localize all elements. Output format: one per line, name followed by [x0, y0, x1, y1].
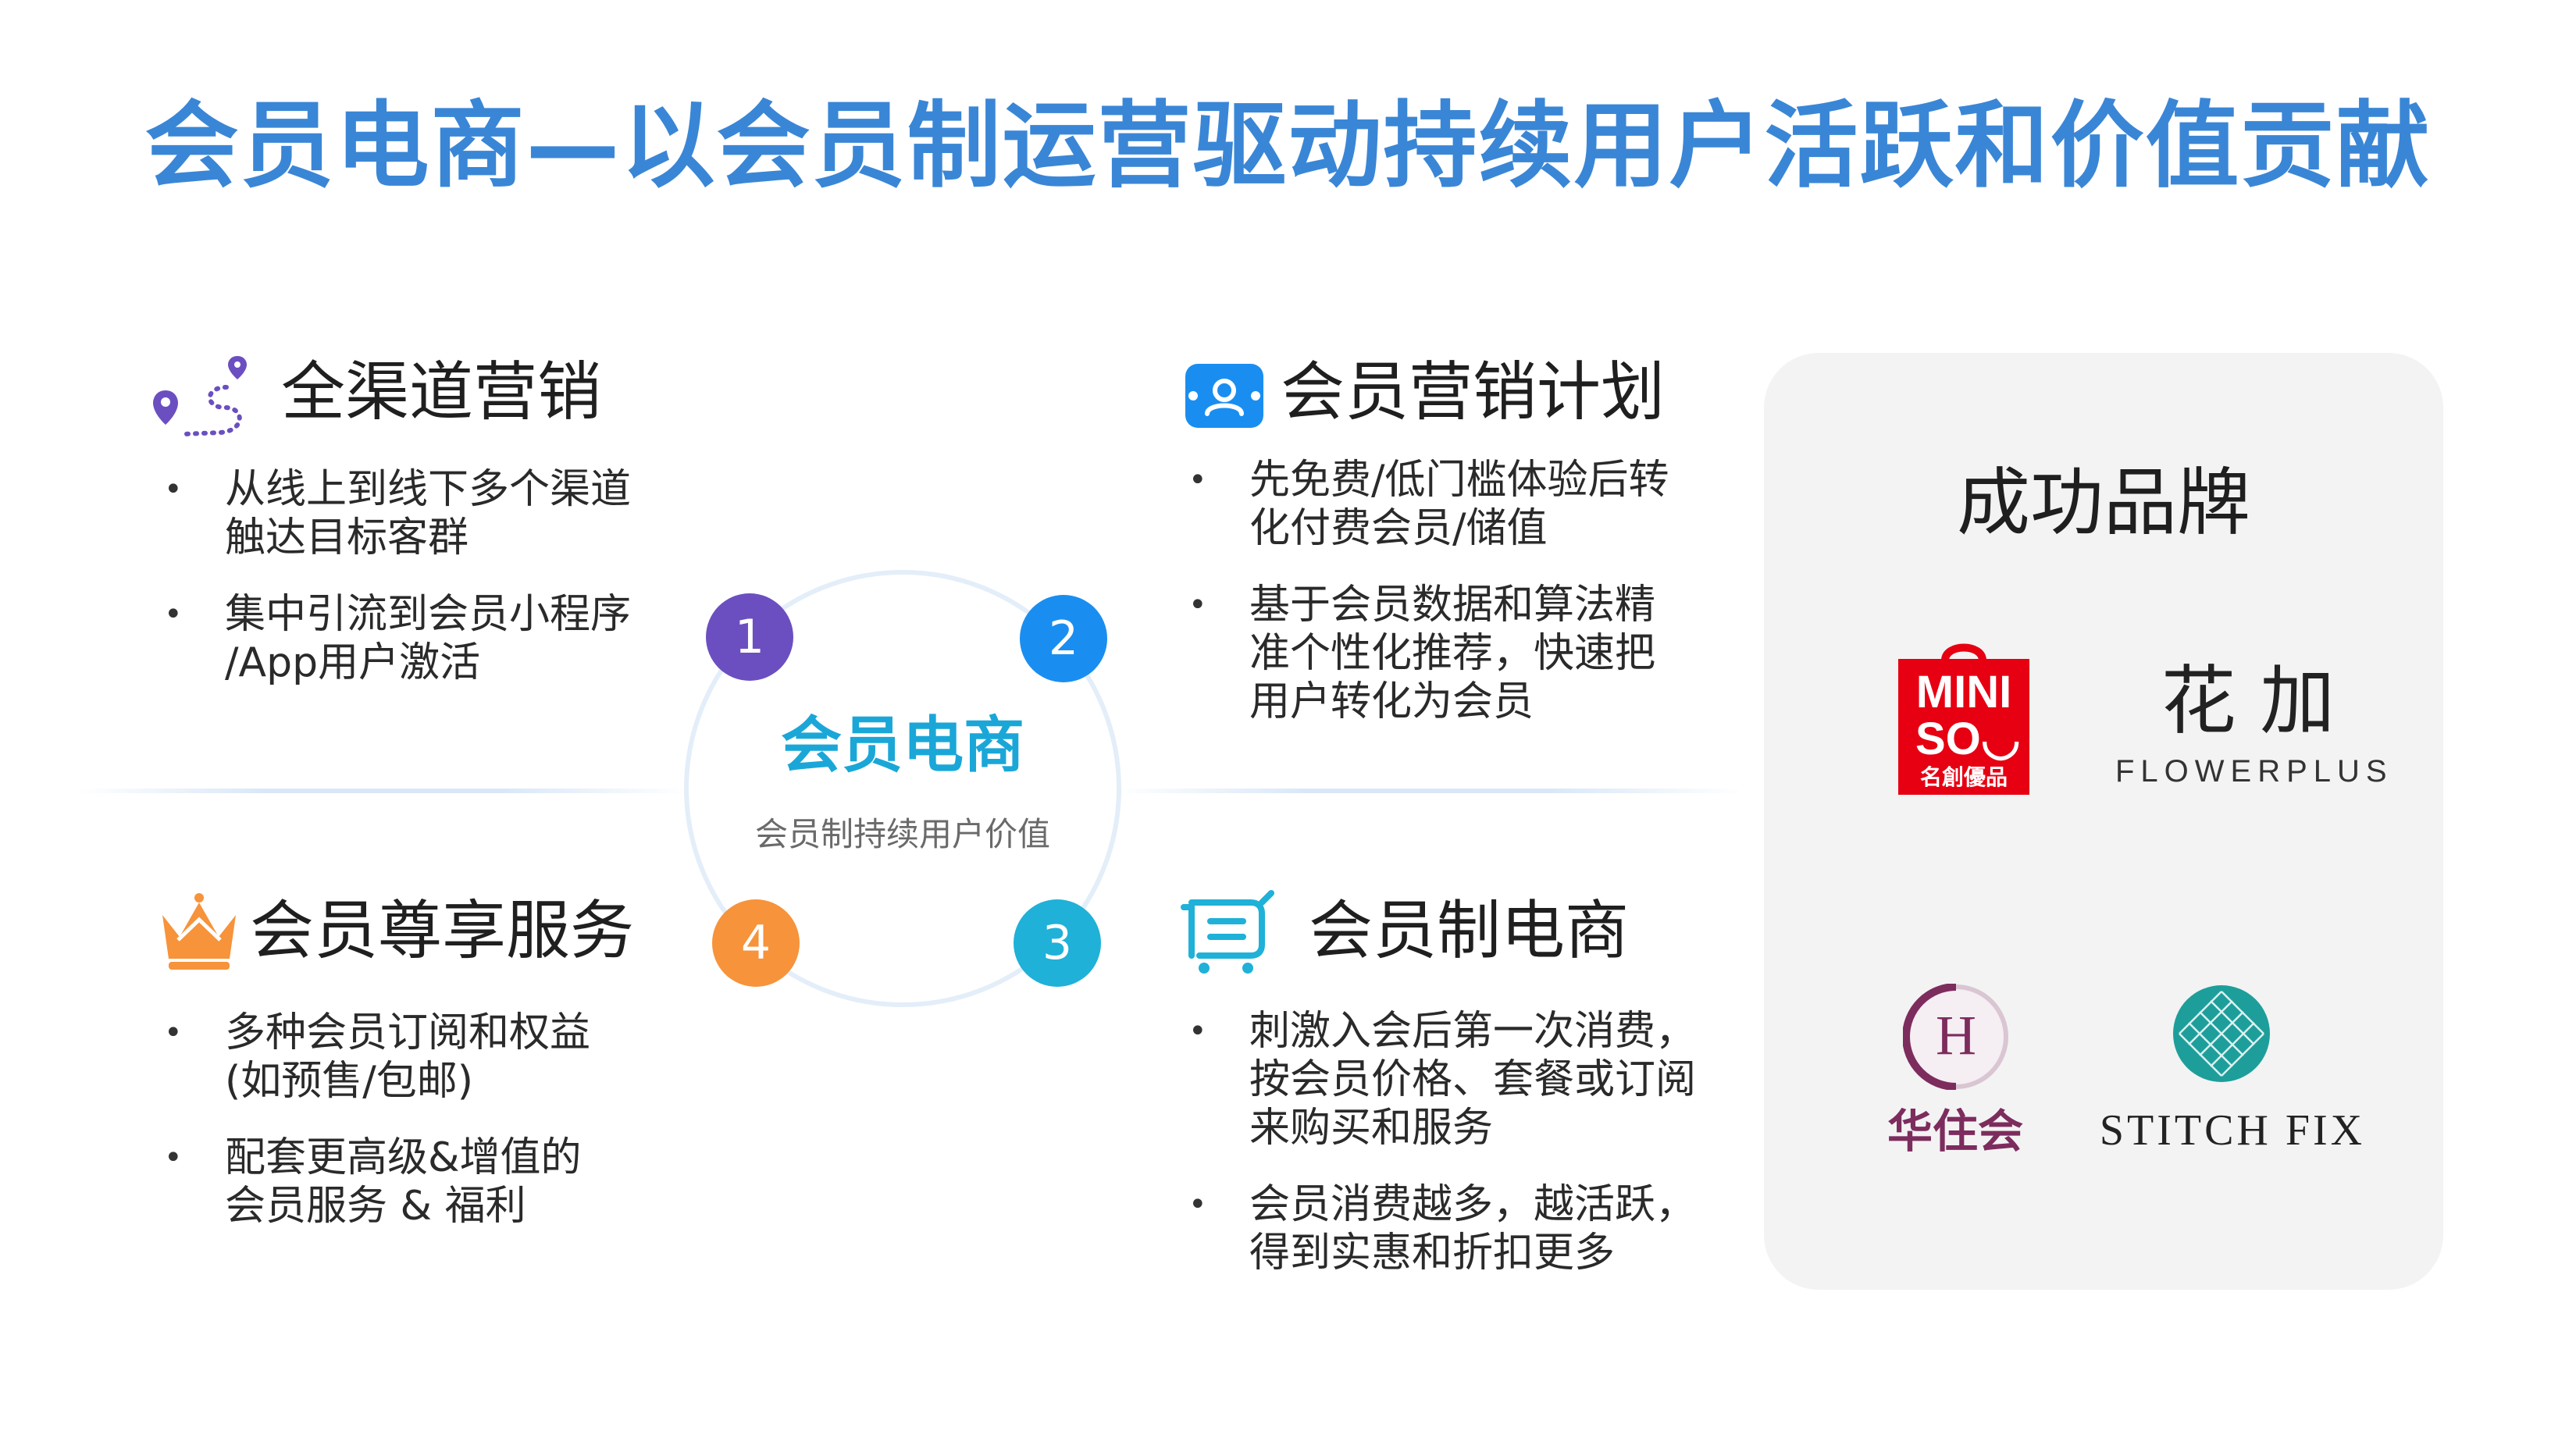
- huazhu-letter: H: [1936, 1004, 1976, 1066]
- section-4-bullet-2: •配套更高级&增值的 会员服务 & 福利: [164, 1134, 582, 1230]
- badge-4: 4: [712, 899, 800, 987]
- center-title: 会员电商: [780, 710, 1024, 781]
- miniso-line1: MINI: [1915, 667, 2012, 717]
- stitchfix-name: STITCH FIX: [2099, 1106, 2366, 1155]
- crown-icon: [156, 892, 242, 973]
- section-2-title: 会员营销计划: [1281, 355, 1666, 429]
- section-1-bullets: •从线上到线下多个渠道 触达目标客群 •集中引流到会员小程序 /App用户激活: [164, 465, 771, 715]
- bullet-dot: •: [164, 1140, 183, 1176]
- brands-title: 成功品牌: [1956, 461, 2250, 546]
- page-title: 会员电商—以会员制运营驱动持续用户活跃和价值贡献: [144, 92, 2432, 201]
- brands-panel: 成功品牌 MINI SO◡ 名創優品 花 加 FLOWERPLUS H 华住会: [1764, 353, 2443, 1290]
- section-4-bullets: •多种会员订阅和权益 (如预售/包邮) •配套更高级&增值的 会员服务 & 福利: [164, 1009, 771, 1259]
- center-subtitle: 会员制持续用户价值: [754, 815, 1050, 853]
- miniso-line2: SO◡: [1915, 714, 2021, 764]
- bullet-dot: •: [1188, 1013, 1207, 1049]
- bullet-dot: •: [1188, 587, 1207, 623]
- bullet-dot: •: [1188, 462, 1207, 498]
- section-3-bullet-1: •刺激入会后第一次消费， 按会员价格、套餐或订阅 来购买和服务: [1188, 1008, 1697, 1152]
- section-1-bullet-1: •从线上到线下多个渠道 触达目标客群: [164, 466, 632, 561]
- section-3-bullets: •刺激入会后第一次消费， 按会员价格、套餐或订阅 来购买和服务 •会员消费越多，…: [1188, 1007, 1765, 1305]
- map-route-icon: [150, 353, 251, 447]
- shopping-cart-icon: [1181, 890, 1274, 976]
- flowerplus-logo-cn: 花 加: [2161, 657, 2336, 745]
- bullet-dot: •: [1188, 1187, 1207, 1223]
- miniso-logo: MINI SO◡ 名創優品: [1898, 639, 2029, 795]
- section-2-bullet-1: •先免费/低门槛体验后转 化付费会员/储值: [1188, 457, 1669, 552]
- section-3-bullet-2: •会员消费越多，越活跃， 得到实惠和折扣更多: [1188, 1181, 1697, 1276]
- section-1-title: 全渠道营销: [281, 355, 602, 429]
- huazhu-name: 华住会: [1887, 1105, 2023, 1158]
- miniso-line3: 名創優品: [1919, 764, 2008, 790]
- section-2-bullet-2: •基于会员数据和算法精 准个性化推荐，快速把 用户转化为会员: [1188, 582, 1656, 725]
- section-4-bullet-1: •多种会员订阅和权益 (如预售/包邮): [164, 1009, 591, 1105]
- huazhu-logo: H: [1902, 983, 2009, 1091]
- right-connector-line: [1117, 789, 1741, 793]
- bullet-dot: •: [164, 596, 183, 632]
- badge-2: 2: [1020, 595, 1107, 682]
- section-2-bullets: •先免费/低门槛体验后转 化付费会员/储值 •基于会员数据和算法精 准个性化推荐…: [1188, 456, 1733, 754]
- smile-icon: ◡: [1980, 714, 2021, 764]
- stitchfix-logo: [2172, 984, 2271, 1084]
- bullet-dot: •: [164, 1015, 183, 1051]
- section-4-title: 会员尊享服务: [250, 894, 635, 968]
- section-1-bullet-2: •集中引流到会员小程序 /App用户激活: [164, 591, 632, 686]
- left-connector-line: [78, 789, 687, 793]
- section-3-title: 会员制电商: [1309, 894, 1630, 968]
- badge-1: 1: [706, 593, 793, 681]
- flowerplus-logo-en: FLOWERPLUS: [2115, 754, 2393, 789]
- member-card-icon: [1184, 362, 1265, 429]
- bullet-dot: •: [164, 472, 183, 507]
- badge-3: 3: [1014, 899, 1101, 987]
